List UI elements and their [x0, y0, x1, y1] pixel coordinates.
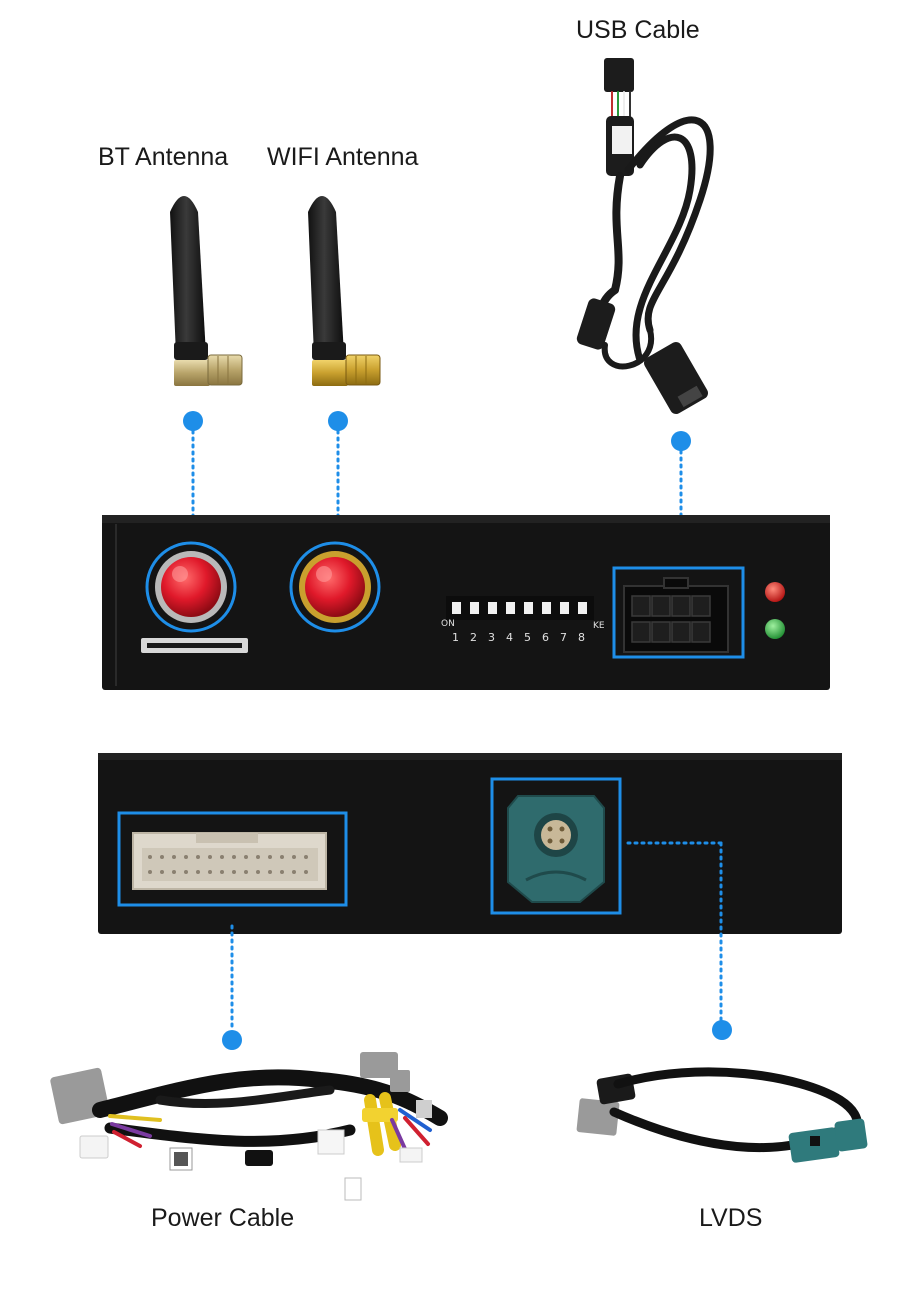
lvds-port — [490, 777, 622, 915]
device-rear-panel — [98, 753, 842, 934]
dip-number: 8 — [578, 631, 585, 644]
dip-on-label: ON — [441, 619, 455, 629]
dip-number: 3 — [488, 631, 495, 644]
usb-cable-label: USB Cable — [576, 16, 700, 44]
power-port — [117, 811, 348, 907]
card-slot — [141, 638, 248, 653]
dip-number: 2 — [470, 631, 477, 644]
dip-ke-label: KE — [593, 621, 605, 631]
bottom-connector-markers — [222, 841, 732, 1050]
usb-cable — [576, 58, 714, 415]
bt-antenna-port — [145, 541, 237, 633]
bt-antenna-label: BT Antenna — [98, 143, 229, 171]
lvds-cable — [576, 1067, 868, 1163]
dip-number: 4 — [506, 631, 513, 644]
wifi-antenna-port — [289, 541, 381, 633]
power-cable-label: Power Cable — [151, 1204, 295, 1232]
wifi-antenna-label: WIFI Antenna — [267, 143, 419, 171]
bt-antenna — [170, 196, 243, 386]
green-led — [765, 619, 785, 639]
wifi-antenna — [308, 196, 381, 386]
dip-number: 6 — [542, 631, 549, 644]
dip-switch: ON KE 1 2 3 4 5 6 7 8 — [441, 596, 605, 644]
dip-number: 1 — [452, 631, 459, 644]
usb-port — [612, 566, 745, 659]
power-cable — [50, 1052, 448, 1201]
dip-number: 7 — [560, 631, 567, 644]
red-led — [765, 582, 785, 602]
dip-number: 5 — [524, 631, 531, 644]
lvds-label: LVDS — [699, 1204, 763, 1232]
device-front-panel: ON KE 1 2 3 4 5 6 7 8 — [102, 515, 830, 690]
